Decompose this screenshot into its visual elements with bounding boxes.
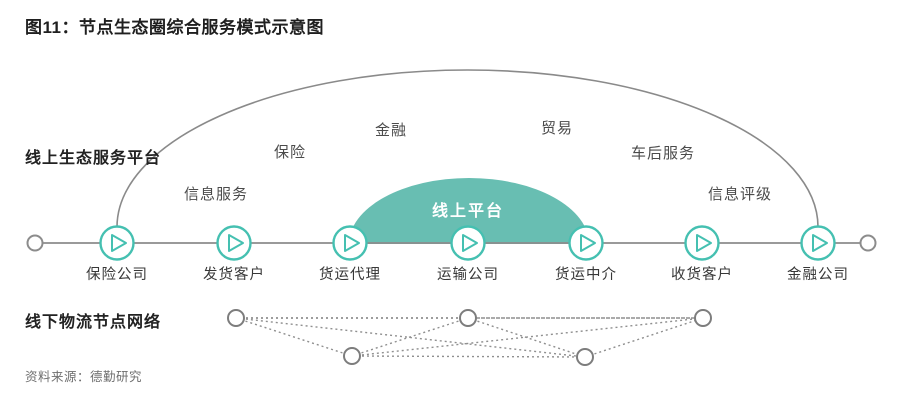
offline-network-edges [235,317,704,358]
offline-network-section-label: 线下物流节点网络 [25,314,162,331]
line-endpoint-right [859,234,877,252]
offline-network-nodes [227,309,712,366]
line-endpoint-left [26,234,44,252]
node-label-receiver-customer: 收货客户 [671,267,733,283]
node-icon-receiver-customer [684,225,720,261]
service-label-information-service: 信息服务 [183,186,249,203]
figure-title: 图11：节点生态圈综合服务模式示意图 [25,18,324,37]
node-icon-transport-company [450,225,486,261]
service-label-insurance: 保险 [273,144,307,161]
node-label-freight-agent: 货运代理 [319,267,381,283]
node-icon-insurance-company [99,225,135,261]
online-platform-ellipse [349,178,589,244]
online-platform-label: 线上平台 [431,203,505,220]
service-label-after-vehicle-service: 车后服务 [630,145,696,162]
service-label-finance: 金融 [374,122,408,139]
node-icon-freight-agent [332,225,368,261]
service-label-information-rating: 信息评级 [707,186,773,203]
node-label-shipper-customer: 发货客户 [203,267,265,283]
node-label-transport-company: 运输公司 [437,267,499,283]
node-label-finance-company: 金融公司 [787,267,849,283]
node-label-freight-broker: 货运中介 [555,267,617,283]
node-icon-shipper-customer [216,225,252,261]
data-source-note: 资料来源：德勤研究 [25,370,143,384]
node-icon-freight-broker [568,225,604,261]
online-ecosystem-section-label: 线上生态服务平台 [25,150,162,167]
ecosystem-arc [116,69,819,228]
node-icon-finance-company [800,225,836,261]
service-label-trade: 贸易 [540,120,574,137]
node-label-insurance-company: 保险公司 [86,267,148,283]
